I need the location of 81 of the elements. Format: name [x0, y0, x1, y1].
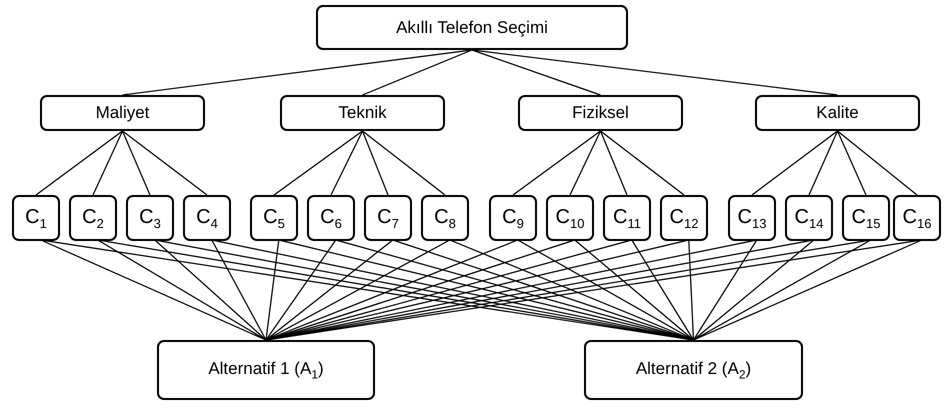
connector-line	[92, 130, 124, 196]
sub-criterion-box	[893, 195, 941, 241]
sub-criterion-box	[250, 195, 298, 241]
connector-line	[693, 240, 814, 340]
connector-line	[98, 239, 266, 341]
node-label: C$_{3}$	[139, 206, 161, 230]
connector-line	[154, 240, 266, 340]
node-label: C$_{7}$	[377, 206, 399, 230]
node-label: Maliyet	[96, 103, 150, 123]
alternative-box	[584, 340, 803, 400]
sub-criterion-box	[489, 195, 537, 241]
goal-box	[316, 5, 628, 50]
connector-line	[693, 239, 922, 341]
sub-criterion-box	[728, 195, 776, 241]
node-label: C$_{15}$	[852, 206, 880, 230]
node-label: C$_{9}$	[502, 206, 524, 230]
connector-line	[808, 130, 838, 196]
connector-line	[836, 130, 867, 196]
sub-criterion-box	[660, 195, 708, 241]
connector-line	[362, 49, 472, 96]
node-label: Teknik	[338, 103, 387, 123]
connector-line	[472, 49, 601, 96]
sub-criterion-box	[842, 195, 890, 241]
criterion-box	[518, 95, 683, 131]
connector-line	[122, 130, 151, 196]
connector-line	[600, 130, 628, 196]
alternative-box	[157, 340, 375, 400]
node-label: C$_{11}$	[613, 206, 641, 230]
connector-line	[631, 240, 694, 340]
connector-line	[211, 240, 267, 340]
sub-criterion-box	[69, 195, 117, 241]
node-label: Akıllı Telefon Seçimi	[396, 18, 548, 38]
sub-criterion-box	[183, 195, 231, 241]
connector-line	[518, 239, 694, 341]
node-label: C$_{12}$	[670, 206, 698, 230]
connector-line	[265, 240, 280, 340]
sub-criterion-box	[421, 195, 469, 241]
criterion-box	[280, 95, 445, 131]
connector-line	[362, 130, 446, 196]
criterion-box	[755, 95, 920, 131]
node-label: Alternatif 2 (A$_{2}$)	[636, 358, 752, 382]
node-label: C$_{1}$	[25, 206, 47, 230]
criterion-box	[40, 95, 205, 131]
connector-line	[512, 130, 601, 196]
sub-criterion-box	[364, 195, 412, 241]
sub-criterion-box	[307, 195, 355, 241]
connector-line	[693, 240, 758, 340]
sub-criterion-box	[785, 195, 833, 241]
node-label: C$_{14}$	[794, 206, 824, 230]
connector-line	[688, 240, 694, 340]
sub-criterion-box	[546, 195, 594, 241]
node-label: Kalite	[816, 103, 859, 123]
node-label: C$_{16}$	[902, 206, 932, 230]
node-label: Fiziksel	[572, 103, 629, 123]
connector-line	[274, 130, 363, 196]
connector-line	[362, 130, 389, 196]
connector-line	[36, 130, 123, 196]
sub-criterion-box	[12, 195, 60, 241]
connector-line	[472, 49, 838, 96]
node-label: C$_{5}$	[263, 206, 285, 230]
connector-line	[752, 130, 838, 196]
node-label: C$_{2}$	[82, 206, 104, 230]
connector-line	[122, 130, 208, 196]
connector-line	[569, 130, 602, 196]
connector-line	[837, 130, 918, 196]
connector-line	[40, 239, 266, 341]
node-label: C$_{6}$	[320, 206, 342, 230]
connector-line	[330, 130, 364, 196]
node-label: C$_{4}$	[196, 206, 218, 230]
node-label: C$_{10}$	[556, 206, 584, 230]
connector-line	[266, 240, 394, 340]
node-label: Alternatif 1 (A$_{1}$)	[208, 358, 324, 382]
connector-line	[266, 240, 336, 340]
sub-criterion-box	[126, 195, 174, 241]
connector-line	[693, 239, 872, 341]
connector-line	[122, 49, 472, 96]
connector-line	[600, 130, 684, 196]
node-label: C$_{13}$	[738, 206, 766, 230]
sub-criterion-box	[603, 195, 651, 241]
node-label: C$_{8}$	[434, 206, 456, 230]
connector-line	[574, 240, 694, 340]
